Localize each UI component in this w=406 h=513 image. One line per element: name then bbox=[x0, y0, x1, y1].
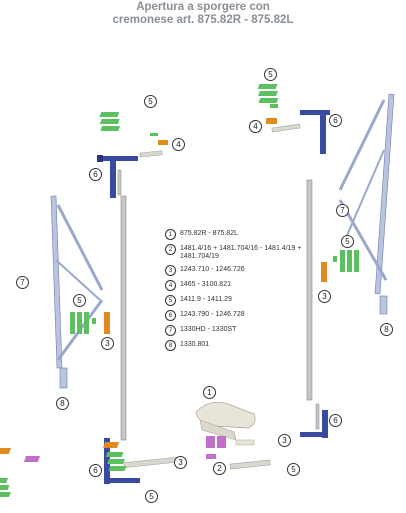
legend-number: 6 bbox=[165, 310, 176, 321]
legend-row: 4 1465 - 3100.821 bbox=[165, 280, 315, 291]
legend-text: 875.82R - 875.82L bbox=[180, 230, 238, 237]
callout-7-left: 7 bbox=[16, 276, 29, 289]
part-4-top-left bbox=[158, 140, 168, 145]
title-line-2: cremonese art. 875.82R - 875.82L bbox=[112, 14, 294, 26]
corner-top-left bbox=[97, 155, 138, 198]
part-5-bottom-right bbox=[105, 452, 127, 471]
part-3-bottom-left bbox=[0, 448, 11, 454]
callout-6-bottom-left: 6 bbox=[89, 464, 102, 477]
left-top-rod bbox=[117, 169, 122, 196]
callout-1-handle: 1 bbox=[203, 386, 216, 399]
stay-arm-right bbox=[338, 93, 395, 295]
callout-3-left: 3 bbox=[101, 337, 114, 350]
right-vertical-rod bbox=[306, 179, 313, 401]
legend-row: 7 1330HD - 1330ST bbox=[165, 325, 315, 336]
part-8-left bbox=[59, 367, 68, 389]
part-3-left bbox=[104, 312, 110, 334]
part-5-left bbox=[70, 312, 96, 334]
legend-row: 1 875.82R - 875.82L bbox=[165, 229, 315, 240]
callout-4-top-right: 4 bbox=[249, 120, 262, 133]
diagram-title: Apertura a sporgere con cremonese art. 8… bbox=[0, 1, 406, 27]
legend-text: 1330HD - 1330ST bbox=[180, 326, 237, 333]
callout-5-left: 5 bbox=[73, 294, 86, 307]
legend-row: 8 1330.801 bbox=[165, 340, 315, 351]
part-5-bottom-left bbox=[0, 478, 11, 497]
legend-number: 5 bbox=[165, 295, 176, 306]
corner-bottom-right bbox=[300, 410, 328, 438]
legend-row: 2 1481.4/16 + 1481.704/16 - 1481.4/19 + … bbox=[165, 244, 315, 261]
legend-number: 3 bbox=[165, 265, 176, 276]
callout-5-right: 5 bbox=[341, 235, 354, 248]
legend-text: 1411.9 - 1411.29 bbox=[180, 296, 232, 303]
top-right-flat-bar bbox=[271, 123, 301, 133]
top-left-flat-bar bbox=[139, 150, 163, 158]
part-3-right bbox=[321, 262, 327, 282]
callout-6-bottom-right: 6 bbox=[329, 414, 342, 427]
callout-5-bottom-left: 5 bbox=[145, 490, 158, 503]
callout-4-top-left: 4 bbox=[172, 138, 185, 151]
callout-8-left: 8 bbox=[56, 397, 69, 410]
left-vertical-rod bbox=[120, 195, 127, 441]
callout-6-top-right: 6 bbox=[329, 114, 342, 127]
part-2-bottom bbox=[23, 436, 226, 462]
legend-row: 5 1411.9 - 1411.29 bbox=[165, 295, 315, 306]
legend-text: 1243.710 - 1246.726 bbox=[180, 266, 245, 273]
legend-number: 1 bbox=[165, 229, 176, 240]
part-5-top-right bbox=[257, 84, 279, 108]
callout-3-bottom-left: 3 bbox=[174, 456, 187, 469]
legend-number: 7 bbox=[165, 325, 176, 336]
corner-top-right bbox=[300, 110, 330, 154]
legend-row: 6 1243.790 - 1246.728 bbox=[165, 310, 315, 321]
callout-5-top-left: 5 bbox=[144, 95, 157, 108]
bottom-right-flat-bar bbox=[229, 459, 271, 470]
parts-legend: 1 875.82R - 875.82L 2 1481.4/16 + 1481.7… bbox=[165, 229, 315, 355]
legend-text: 1330.801 bbox=[180, 341, 210, 348]
callout-3-right: 3 bbox=[318, 290, 331, 303]
part-5-top-left bbox=[99, 112, 158, 136]
legend-number: 2 bbox=[165, 244, 176, 255]
callout-7-right: 7 bbox=[336, 204, 349, 217]
handle-spindle bbox=[235, 439, 255, 446]
corner-bottom-left bbox=[104, 438, 140, 484]
callout-6-top-left: 6 bbox=[89, 168, 102, 181]
part-8-right bbox=[379, 295, 388, 315]
callout-2-bottom: 2 bbox=[213, 462, 226, 475]
legend-text: 1465 - 3100.821 bbox=[180, 281, 231, 288]
callout-3-bottom-right: 3 bbox=[278, 434, 291, 447]
cremonese-handle bbox=[195, 401, 256, 441]
callout-5-top-right: 5 bbox=[264, 68, 277, 81]
callout-8-right: 8 bbox=[380, 323, 393, 336]
legend-row: 3 1243.710 - 1246.726 bbox=[165, 265, 315, 276]
legend-text: 1481.4/16 + 1481.704/16 - 1481.4/19 + 14… bbox=[180, 245, 302, 260]
legend-number: 4 bbox=[165, 280, 176, 291]
stay-arm-left bbox=[50, 195, 104, 369]
legend-text: 1243.790 - 1246.728 bbox=[180, 311, 245, 318]
title-line-1: Apertura a sporgere con bbox=[136, 1, 270, 13]
callout-5-bottom-right: 5 bbox=[287, 463, 300, 476]
part-4-top-right bbox=[266, 118, 277, 124]
part-3-bottom-right bbox=[102, 442, 120, 448]
legend-number: 8 bbox=[165, 340, 176, 351]
part-5-right bbox=[333, 250, 359, 272]
bottom-left-flat-bar bbox=[123, 456, 180, 468]
right-bottom-rod bbox=[315, 403, 320, 430]
